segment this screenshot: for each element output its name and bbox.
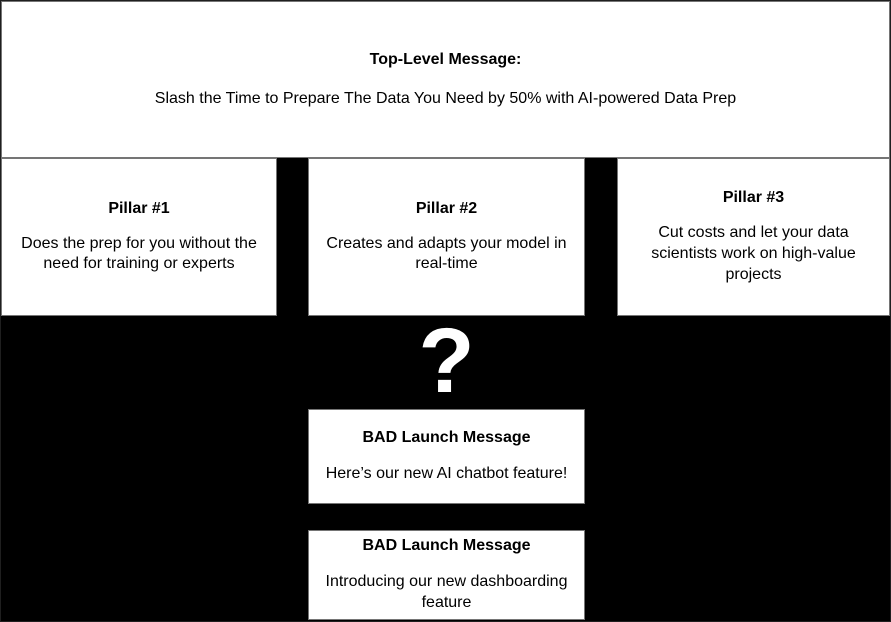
- pillar-2-box: Pillar #2 Creates and adapts your model …: [308, 158, 585, 316]
- pillar-1-title: Pillar #1: [108, 199, 170, 217]
- pillar-3-body: Cut costs and let your data scientists w…: [651, 224, 856, 283]
- top-message-box: Top-Level Message: Slash the Time to Pre…: [1, 1, 890, 158]
- bad-launch-message-2-body: Introducing our new dashboarding feature: [325, 573, 568, 611]
- bad-launch-message-box-2: BAD Launch Message Introducing our new d…: [308, 530, 585, 620]
- bad-launch-message-2-title: BAD Launch Message: [362, 537, 531, 555]
- top-message-title: Top-Level Message:: [369, 50, 522, 68]
- bad-launch-message-1-title: BAD Launch Message: [362, 429, 531, 447]
- pillar-3-title: Pillar #3: [722, 189, 785, 207]
- pillar-3-box: Pillar #3 Cut costs and let your data sc…: [617, 158, 890, 316]
- bad-launch-message-1-body: Here’s our new AI chatbot feature!: [325, 465, 568, 482]
- top-message-subtitle: Slash the Time to Prepare The Data You N…: [154, 89, 737, 107]
- question-mark: ?: [418, 310, 475, 412]
- bad-launch-message-box-1: BAD Launch Message Here’s our new AI cha…: [308, 409, 585, 504]
- pillar-1-body: Does the prep for you without the need f…: [21, 234, 257, 273]
- pillar-1-box: Pillar #1 Does the prep for you without …: [1, 158, 277, 316]
- pillar-2-body: Creates and adapts your model in real-ti…: [326, 234, 567, 273]
- pillar-2-title: Pillar #2: [415, 199, 478, 217]
